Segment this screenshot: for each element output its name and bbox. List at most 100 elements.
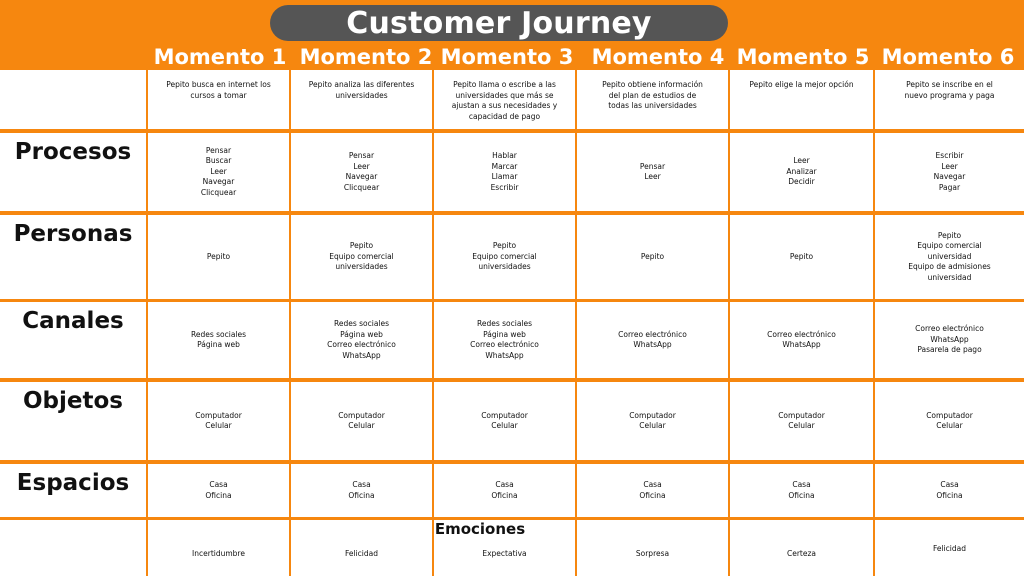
moment-description: Pepito se inscribe en el nuevo programa … <box>904 80 995 100</box>
emotions-title: Emociones <box>434 520 526 538</box>
grid-cell: Correo electrónico WhatsApp <box>730 302 873 378</box>
row-label-cell: Espacios <box>0 464 146 517</box>
row-cell-text: Computador Celular <box>629 410 676 431</box>
row-label-personas: Personas <box>13 221 133 247</box>
grid-cell: Leer Analizar Decidir <box>730 133 873 211</box>
grid-cell: Redes sociales Página web Correo electró… <box>291 302 432 378</box>
row-cell-text: Casa Oficina <box>348 480 375 500</box>
row-cell-text: Computador Celular <box>195 410 242 431</box>
row-cell-text: Pepito Equipo comercial universidades <box>329 241 394 272</box>
moment-header-3: Momento 3 <box>440 45 574 69</box>
row-label-cell <box>0 70 146 129</box>
row-cell-text: Casa Oficina <box>936 480 963 500</box>
grid-cell: Pepito busca en internet los cursos a to… <box>148 70 289 129</box>
grid-cell: Pepito Equipo comercial universidades <box>291 215 432 299</box>
grid-cell: Pensar Buscar Leer Navegar Clicquear <box>148 133 289 211</box>
grid-cell: Pepito <box>148 215 289 299</box>
grid-cell: Hablar Marcar Llamar Escribir <box>434 133 575 211</box>
row-label-procesos: Procesos <box>14 139 132 165</box>
moment-header-4: Momento 4 <box>591 45 725 69</box>
row-label-espacios: Espacios <box>16 470 130 496</box>
row-cell-text: Casa Oficina <box>491 480 518 500</box>
grid-cell <box>875 520 1024 576</box>
row-cell-text: Pensar Buscar Leer Navegar Clicquear <box>200 145 237 197</box>
grid-cell: Computador Celular <box>730 382 873 460</box>
moment-header-1: Momento 1 <box>153 45 287 69</box>
row-cell-text: Computador Celular <box>481 410 528 431</box>
row-cell-text: Computador Celular <box>338 410 385 431</box>
moment-description: Pepito elige la mejor opción <box>749 80 854 89</box>
row-cell-text: Redes sociales Página web <box>190 329 247 350</box>
grid-cell <box>291 520 432 576</box>
row-cell-text: Hablar Marcar Llamar Escribir <box>490 151 519 192</box>
row-label-canales: Canales <box>22 308 124 334</box>
grid-cell: Casa Oficina <box>434 464 575 517</box>
row-label-cell: Canales <box>0 302 146 378</box>
grid-cell <box>730 520 873 576</box>
row-cell-text: Pepito <box>206 251 231 261</box>
grid-cell: Casa Oficina <box>148 464 289 517</box>
grid-cell: Computador Celular <box>291 382 432 460</box>
emotion-label: Sorpresa <box>635 549 670 558</box>
row-cell-text: Pepito Equipo comercial universidades <box>472 241 537 272</box>
grid-cell: Casa Oficina <box>291 464 432 517</box>
grid-cell: Computador Celular <box>875 382 1024 460</box>
grid-cell: Pepito <box>730 215 873 299</box>
row-cell-text: Casa Oficina <box>205 480 232 500</box>
grid-cell: Computador Celular <box>148 382 289 460</box>
row-cell-text: Pepito <box>640 251 665 261</box>
emotion-label: Incertidumbre <box>192 549 245 558</box>
grid-cell: Computador Celular <box>577 382 728 460</box>
grid-cell: Pepito llama o escribe a las universidad… <box>434 70 575 129</box>
emotion-label: Felicidad <box>344 549 378 558</box>
grid-cell: Pepito Equipo comercial universidad Equi… <box>875 215 1024 299</box>
grid-cell: Correo electrónico WhatsApp <box>577 302 728 378</box>
row-label-cell: Procesos <box>0 133 146 211</box>
row-cell-text: Leer Analizar Decidir <box>786 156 817 187</box>
grid-cell: Pepito elige la mejor opción <box>730 70 873 129</box>
grid-cell: Pepito se inscribe en el nuevo programa … <box>875 70 1024 129</box>
row-cell-text: Correo electrónico WhatsApp <box>618 329 687 350</box>
row-cell-text: Correo electrónico WhatsApp <box>767 329 836 350</box>
row-cell-text: Computador Celular <box>926 410 973 431</box>
row-label-objetos: Objetos <box>23 388 123 414</box>
emotion-label: Certeza <box>786 549 817 558</box>
grid-cell: Pensar Leer Navegar Clicquear <box>291 133 432 211</box>
grid-cell: Correo electrónico WhatsApp Pasarela de … <box>875 302 1024 378</box>
grid-cell <box>577 520 728 576</box>
emotion-label: Expectativa <box>482 549 527 558</box>
moment-description: Pepito obtiene información del plan de e… <box>602 80 703 110</box>
grid-cell: Escribir Leer Navegar Pagar <box>875 133 1024 211</box>
row-cell-text: Casa Oficina <box>788 480 815 500</box>
row-label-cell: Personas <box>0 215 146 299</box>
moment-description: Pepito analiza las diferentes universida… <box>308 80 415 100</box>
row-label-cell <box>0 520 146 576</box>
row-cell-text: Escribir Leer Navegar Pagar <box>933 151 966 192</box>
moment-header-6: Momento 6 <box>881 45 1015 69</box>
grid-cell: Pensar Leer <box>577 133 728 211</box>
row-cell-text: Pepito Equipo comercial universidad Equi… <box>908 230 991 282</box>
page-title: Customer Journey <box>270 5 728 41</box>
grid-cell <box>148 520 289 576</box>
grid-cell: Casa Oficina <box>577 464 728 517</box>
row-cell-text: Casa Oficina <box>639 480 666 500</box>
grid-cell: Pepito Equipo comercial universidades <box>434 215 575 299</box>
grid-cell: Pepito analiza las diferentes universida… <box>291 70 432 129</box>
row-cell-text: Pensar Leer <box>639 161 666 182</box>
grid-cell: Redes sociales Página web Correo electró… <box>434 302 575 378</box>
row-cell-text: Computador Celular <box>778 410 825 431</box>
moment-description: Pepito llama o escribe a las universidad… <box>451 80 558 121</box>
row-cell-text: Pensar Leer Navegar Clicquear <box>343 151 380 192</box>
grid-cell <box>434 520 575 576</box>
row-cell-text: Redes sociales Página web Correo electró… <box>470 319 539 360</box>
moment-header-5: Momento 5 <box>736 45 870 69</box>
row-cell-text: Pepito <box>789 251 814 261</box>
grid-cell: Pepito <box>577 215 728 299</box>
emotion-label: Felicidad <box>932 544 966 553</box>
grid-cell: Casa Oficina <box>730 464 873 517</box>
grid-cell: Casa Oficina <box>875 464 1024 517</box>
row-cell-text: Correo electrónico WhatsApp Pasarela de … <box>915 324 984 355</box>
moment-description: Pepito busca en internet los cursos a to… <box>166 80 271 100</box>
grid-cell: Computador Celular <box>434 382 575 460</box>
row-cell-text: Redes sociales Página web Correo electró… <box>327 319 396 360</box>
